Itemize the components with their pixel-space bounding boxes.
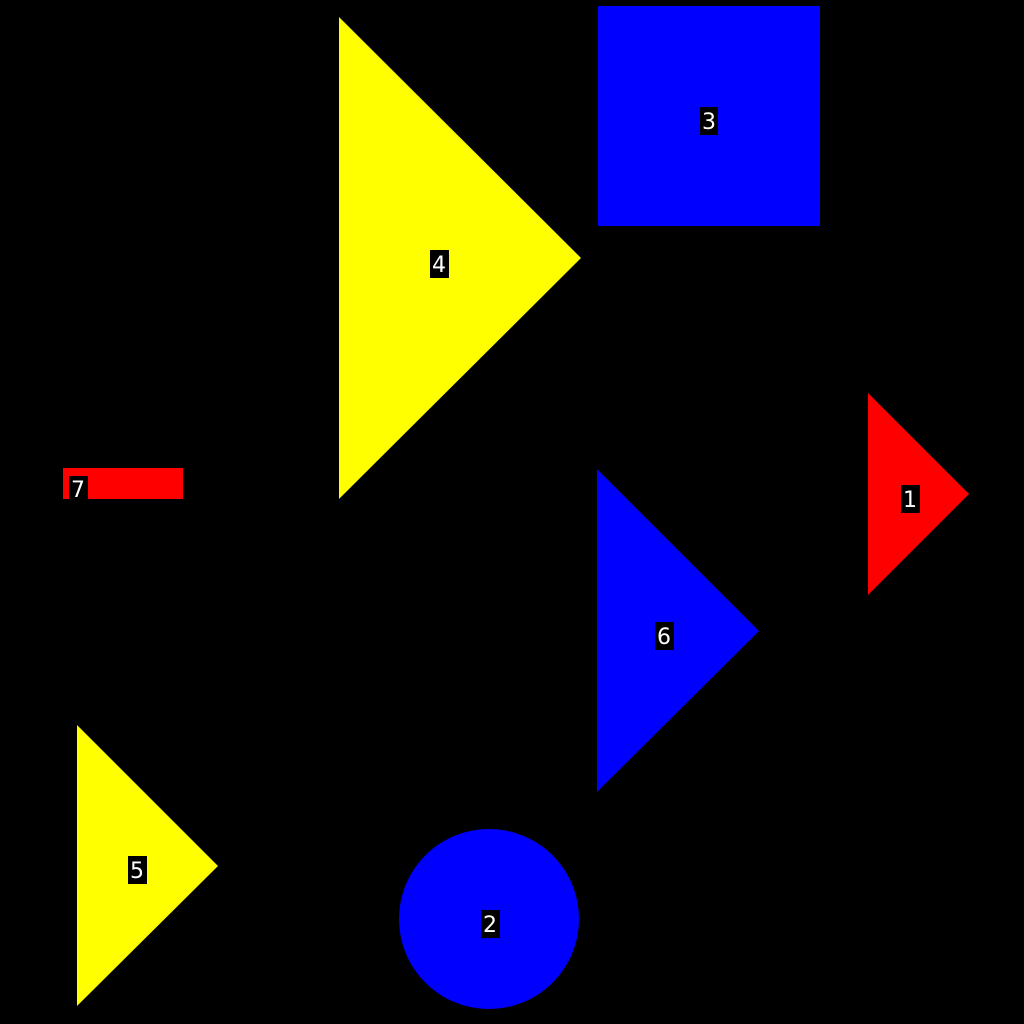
shape-7-label: 7 (71, 478, 85, 503)
shape-5-label-bg (128, 856, 147, 884)
shape-5-label: 5 (130, 859, 144, 884)
shape-7-label-bg (69, 476, 88, 504)
shape-3-label-bg (700, 107, 718, 135)
shape-3-label: 3 (702, 110, 716, 135)
shape-6: 6 (597, 469, 759, 792)
shape-4-label: 4 (432, 253, 446, 278)
shape-3: 3 (598, 6, 820, 226)
shape-2-label: 2 (483, 913, 497, 938)
shape-5-triangle (77, 725, 218, 1006)
shape-4-label-bg (430, 250, 449, 278)
shape-2: 2 (399, 829, 579, 1009)
shape-4-triangle (339, 17, 581, 499)
shape-5: 5 (77, 725, 218, 1006)
shape-7: 7 (63, 468, 183, 504)
shape-4: 4 (339, 17, 581, 499)
shape-2-label-bg (481, 910, 500, 938)
shape-6-label: 6 (657, 625, 671, 650)
shape-1: 1 (868, 393, 969, 595)
shape-6-label-bg (655, 622, 674, 650)
shape-6-triangle (597, 469, 759, 792)
shape-1-label: 1 (903, 488, 917, 513)
shape-1-label-bg (901, 485, 920, 513)
